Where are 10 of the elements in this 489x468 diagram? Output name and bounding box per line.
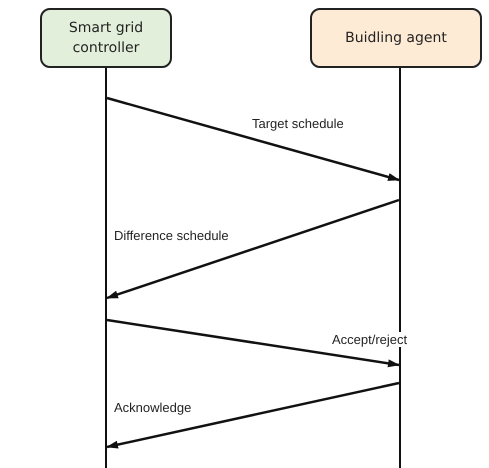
message-arrow <box>106 318 400 368</box>
message-arrow <box>106 198 400 300</box>
edge-label: Accept/reject <box>330 332 410 347</box>
participant-name: Buidling agent <box>345 29 447 48</box>
edge-label: Target schedule <box>250 116 346 131</box>
message-arrow <box>106 382 400 449</box>
participant-name: Smart grid controller <box>68 19 144 58</box>
message-arrow <box>106 96 400 182</box>
edge-label: Difference schedule <box>112 228 231 243</box>
edge-label: Acknowledge <box>112 400 194 415</box>
